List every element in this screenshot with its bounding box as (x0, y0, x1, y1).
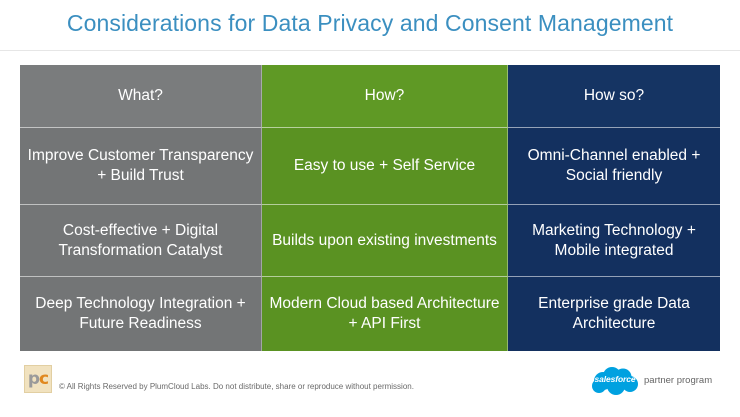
header-how-so: How so? (508, 65, 720, 128)
table-cell: Enterprise grade Data Architecture (508, 277, 720, 351)
considerations-table: What? How? How so? Improve Customer Tran… (20, 65, 720, 351)
salesforce-cloud-icon (592, 367, 638, 395)
salesforce-wordmark: salesforce (594, 374, 636, 384)
title-divider (0, 50, 740, 51)
header-what: What? (20, 65, 262, 128)
copyright-text: © All Rights Reserved by PlumCloud Labs.… (59, 382, 414, 391)
table-cell: Improve Customer Transparency + Build Tr… (20, 128, 262, 205)
table-cell: Easy to use + Self Service (262, 128, 508, 205)
partner-program-label: partner program (644, 375, 713, 386)
table-cell: Marketing Technology + Mobile integrated (508, 205, 720, 277)
table-cell: Omni-Channel enabled + Social friendly (508, 128, 720, 205)
salesforce-partner-badge: salesforce partner program (590, 366, 716, 396)
table-cell: Modern Cloud based Architecture + API Fi… (262, 277, 508, 351)
table-cell: Cost-effective + Digital Transformation … (20, 205, 262, 277)
header-how: How? (262, 65, 508, 128)
table-cell: Builds upon existing investments (262, 205, 508, 277)
table-cell: Deep Technology Integration + Future Rea… (20, 277, 262, 351)
slide-title: Considerations for Data Privacy and Cons… (66, 10, 674, 36)
